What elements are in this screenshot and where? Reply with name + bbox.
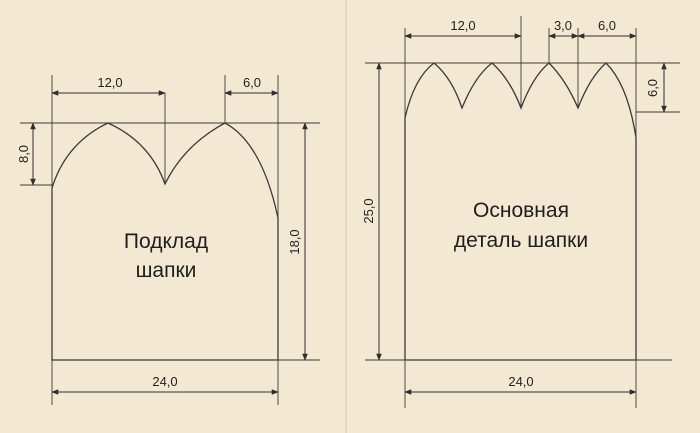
lining-label-line2: шапки: [136, 259, 197, 282]
lining-dim-24-label: 24,0: [152, 374, 177, 389]
main-dim-3-label: 3,0: [554, 18, 572, 33]
lining-outline: [51, 122, 279, 361]
main-dim-24-label: 24,0: [508, 374, 533, 389]
lining-label-line1: Подклад: [124, 230, 208, 253]
main-label-line1: Основная: [473, 199, 569, 222]
main-dim-6-top-label: 6,0: [598, 18, 616, 33]
main-piece-pattern: 12,0 3,0 6,0 6,0 25,0 24,0 Основная дета…: [361, 16, 680, 408]
lining-dim-6-label: 6,0: [243, 75, 261, 90]
lining-dim-8-label: 8,0: [16, 145, 31, 163]
lining-pattern: 12,0 6,0 8,0 18,0 24,0 Подклад шапки: [16, 75, 320, 405]
lining-dim-18-label: 18,0: [287, 229, 302, 254]
main-label-line2: деталь шапки: [454, 229, 588, 252]
main-dim-6-vertical-label: 6,0: [645, 79, 660, 97]
main-dim-12-label: 12,0: [450, 18, 475, 33]
main-dim-25-label: 25,0: [361, 198, 376, 223]
lining-dim-12-label: 12,0: [97, 75, 122, 90]
